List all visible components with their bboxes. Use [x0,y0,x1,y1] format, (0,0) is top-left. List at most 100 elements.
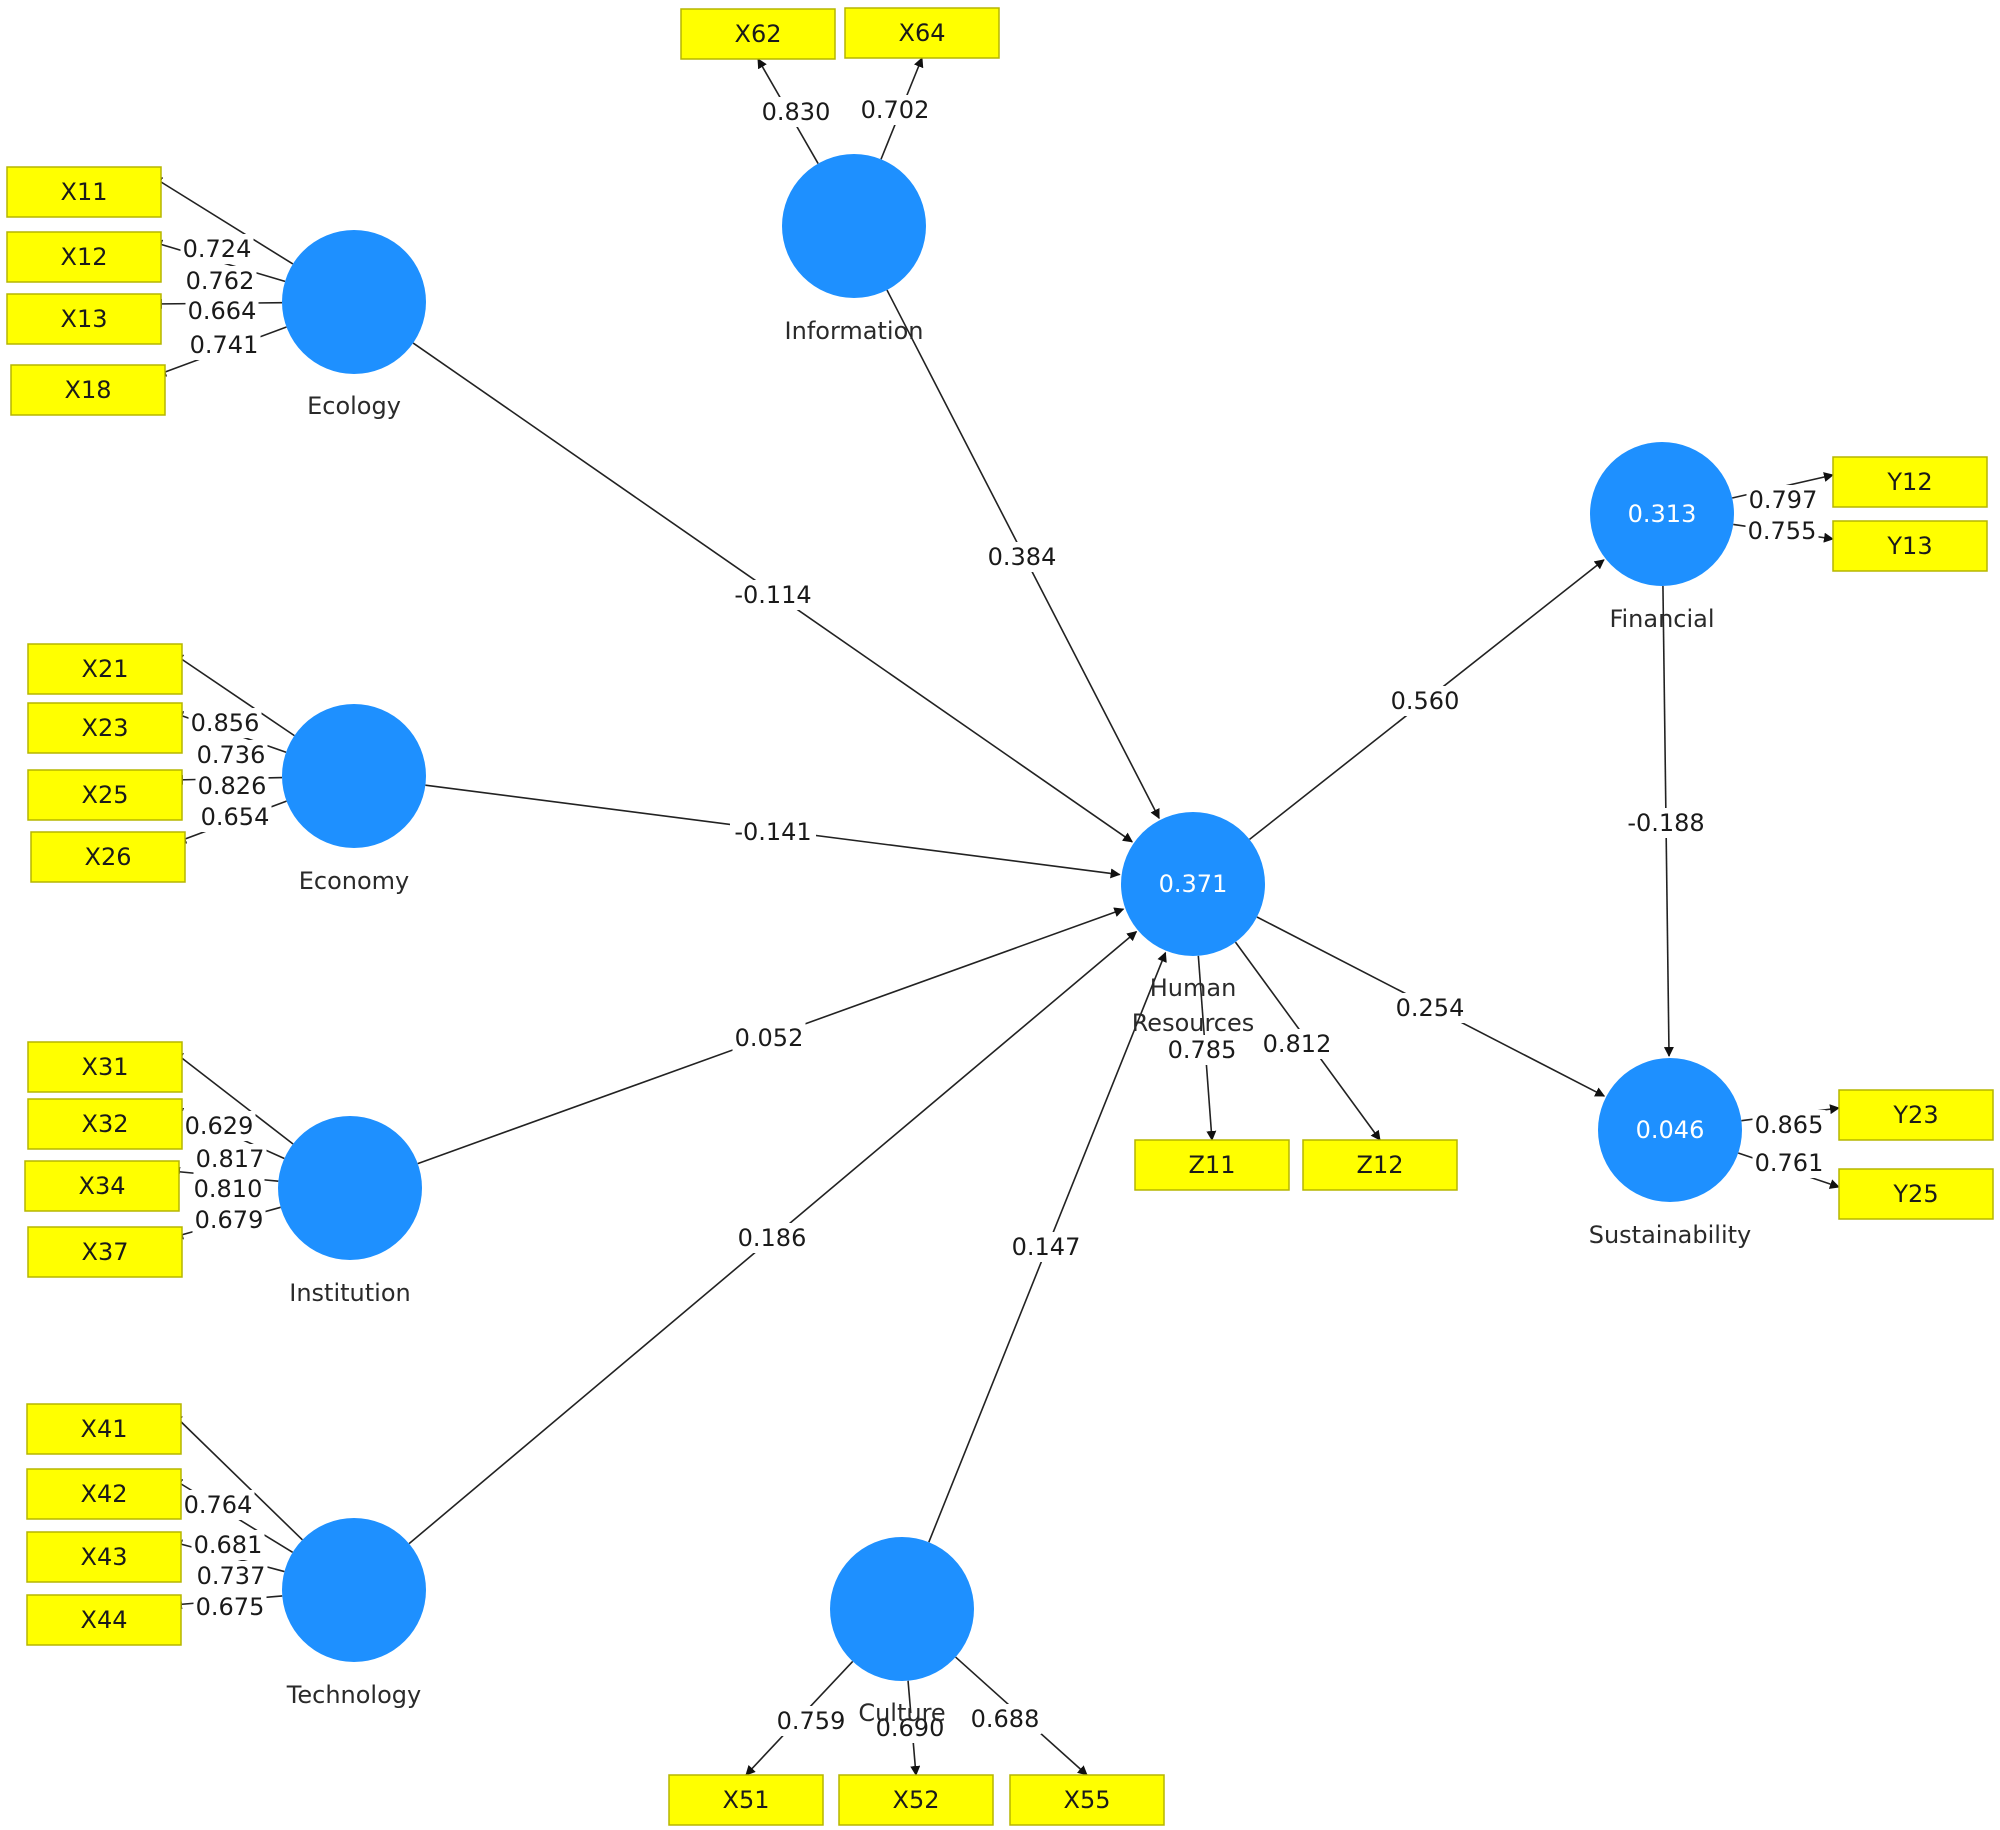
loading-x21-bg [188,708,262,738]
indicator-x26[interactable]: X26 [30,831,186,883]
construct-technology[interactable]: Technology [282,1518,426,1709]
loading-x52-bg [873,1713,947,1743]
construct-culture[interactable]: Culture [830,1537,974,1727]
indicator-label: X21 [82,655,129,683]
path-coefficient-institution-hr: 0.052 [735,1024,804,1052]
indicator-y23[interactable]: Y23 [1838,1089,1994,1141]
path-coefficient-hr-sustainability-bg [1393,993,1467,1023]
indicator-x64[interactable]: X64 [844,7,1000,59]
loading-x37-bg [192,1205,266,1235]
loading-line-x21 [173,653,295,737]
loading-x26: 0.654 [201,803,270,831]
indicator-x25[interactable]: X25 [27,769,183,821]
indicator-x12[interactable]: X12 [6,231,162,283]
indicator-x55[interactable]: X55 [1009,1774,1165,1826]
indicator-label: Y12 [1886,468,1932,496]
loading-line-x41 [172,1413,303,1541]
indicator-box [26,1403,182,1455]
indicator-x44[interactable]: X44 [26,1594,182,1646]
indicator-box [24,1160,180,1212]
loading-x62: 0.830 [762,98,831,126]
loading-x32: 0.817 [196,1145,265,1173]
indicator-box [10,364,166,416]
indicator-x41[interactable]: X41 [26,1403,182,1455]
indicator-box [26,1468,182,1520]
indicator-label: X23 [82,714,129,742]
construct-name: Economy [299,867,410,895]
indicator-label: X44 [81,1606,128,1634]
construct-name: Sustainability [1589,1221,1752,1249]
loading-x64-bg [858,95,932,125]
indicator-x42[interactable]: X42 [26,1468,182,1520]
loading-line-x31 [173,1051,294,1145]
loading-x23-bg [194,740,268,770]
indicator-y12[interactable]: Y12 [1832,456,1988,508]
loading-x44: 0.675 [196,1593,265,1621]
indicator-x43[interactable]: X43 [26,1531,182,1583]
loading-x42-bg [191,1530,265,1560]
indicator-label: X31 [82,1053,129,1081]
indicator-x34[interactable]: X34 [24,1160,180,1212]
path-coefficient-hr-financial: 0.560 [1391,687,1460,715]
construct-name: Information [785,317,924,345]
loading-x51: 0.759 [777,1707,846,1735]
indicator-label: X12 [61,243,108,271]
indicator-box [838,1774,994,1826]
indicator-z12[interactable]: Z12 [1302,1139,1458,1191]
indicator-x21[interactable]: X21 [27,643,183,695]
path-coefficient-financial-sustainability: -0.188 [1627,809,1704,837]
indicator-box [1838,1168,1994,1220]
indicator-x32[interactable]: X32 [27,1098,183,1150]
indicator-box [6,293,162,345]
loading-x25: 0.826 [198,772,267,800]
construct-information[interactable]: Information [782,154,926,345]
construct-institution[interactable]: Institution [278,1116,422,1307]
construct-economy[interactable]: Economy [282,704,426,895]
indicator-x23[interactable]: X23 [27,702,183,754]
indicator-x11[interactable]: X11 [6,166,162,218]
indicator-label: X64 [899,19,946,47]
loading-x18-bg [187,330,261,360]
indicator-y25[interactable]: Y25 [1838,1168,1994,1220]
indicator-label: X41 [81,1415,128,1443]
r-squared-value: 0.313 [1628,500,1697,528]
indicator-x62[interactable]: X62 [680,8,836,60]
indicator-x18[interactable]: X18 [10,364,166,416]
loading-z11: 0.785 [1168,1036,1237,1064]
path-coefficient-information-hr-bg [985,542,1059,572]
loading-x32-bg [193,1144,267,1174]
indicator-box [1009,1774,1165,1826]
indicator-y13[interactable]: Y13 [1832,520,1988,572]
path-coefficient-hr-sustainability: 0.254 [1396,994,1465,1022]
indicator-box [680,8,836,60]
indicator-x31[interactable]: X31 [27,1041,183,1093]
indicator-label: X25 [82,781,129,809]
path-coefficient-financial-sustainability-bg [1623,808,1709,838]
indicator-box [1302,1139,1458,1191]
indicator-x52[interactable]: X52 [838,1774,994,1826]
indicator-label: X13 [61,305,108,333]
latent-circle [1121,812,1265,956]
path-coefficient-economy-hr-bg [730,817,816,847]
indicator-x13[interactable]: X13 [6,293,162,345]
indicator-box [30,831,186,883]
loading-x31-bg [182,1111,256,1141]
latent-circle [1598,1058,1742,1202]
indicator-box [27,769,183,821]
indicator-x37[interactable]: X37 [27,1226,183,1278]
indicator-x51[interactable]: X51 [668,1774,824,1826]
loading-y23-bg [1752,1110,1826,1140]
indicator-z11[interactable]: Z11 [1134,1139,1290,1191]
indicator-box [27,1226,183,1278]
indicator-label: X37 [82,1238,129,1266]
construct-ecology[interactable]: Ecology [282,230,426,420]
loading-x12-bg [183,266,257,296]
latent-circle [278,1116,422,1260]
